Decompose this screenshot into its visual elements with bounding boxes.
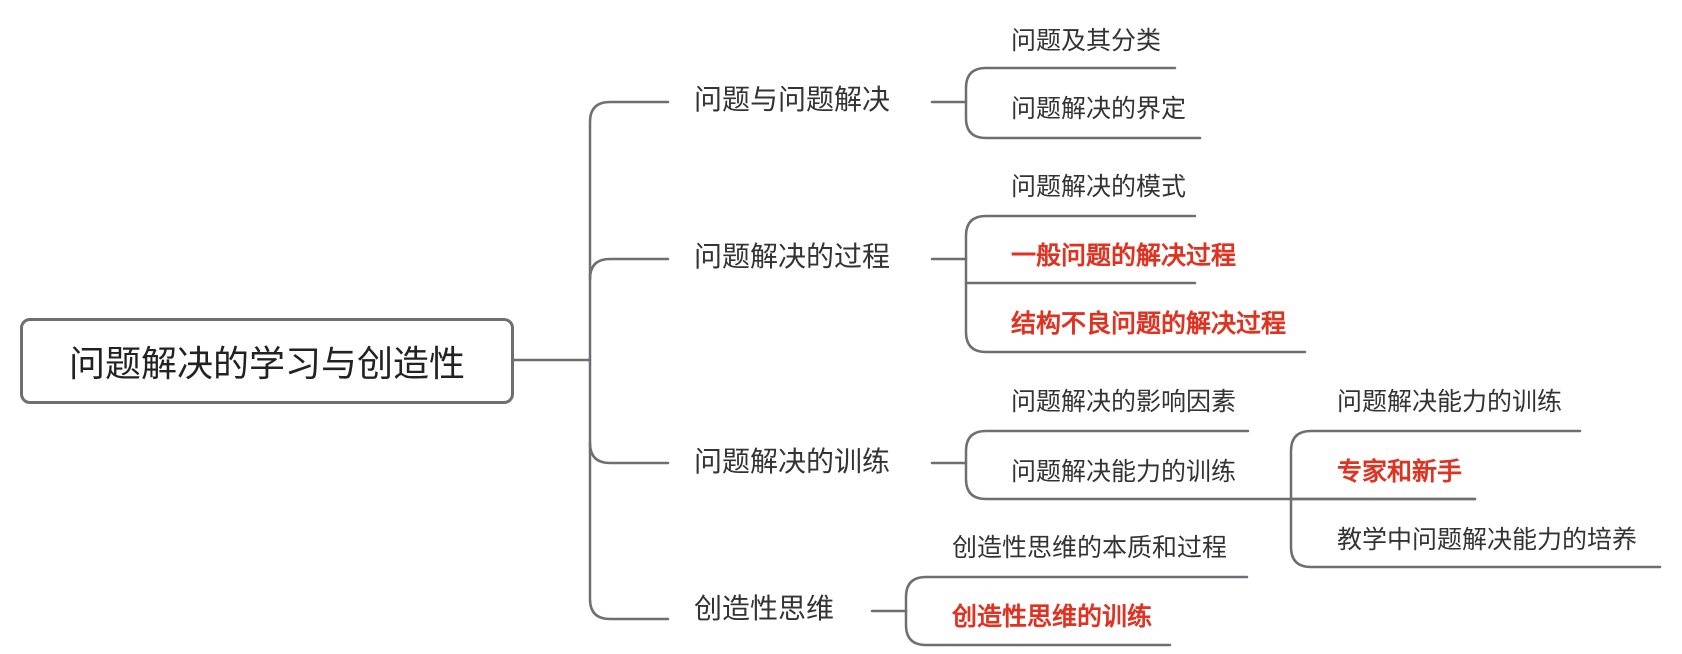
leaf-label: 创造性思维的训练 xyxy=(952,602,1153,631)
leaf-solving-model[interactable]: 问题解决的模式 xyxy=(1011,174,1186,199)
leaf-creative-nature-process[interactable]: 创造性思维的本质和过程 xyxy=(952,535,1227,560)
leaf-ability-training[interactable]: 问题解决能力的训练 xyxy=(1011,459,1236,484)
leaf-ill-structured-process[interactable]: 结构不良问题的解决过程 xyxy=(1011,311,1286,336)
branch-label: 问题解决的过程 xyxy=(694,240,891,273)
leaf-label: 问题解决的界定 xyxy=(1011,94,1187,123)
leaf-general-problem-process[interactable]: 一般问题的解决过程 xyxy=(1011,243,1236,268)
root-label: 问题解决的学习与创造性 xyxy=(68,344,465,385)
trunk-branch-2 xyxy=(588,257,670,281)
leaf-label: 创造性思维的本质和过程 xyxy=(952,533,1228,562)
leaf-label: 问题及其分类 xyxy=(1011,26,1162,55)
leaf-creative-training[interactable]: 创造性思维的训练 xyxy=(952,604,1152,629)
main-trunk xyxy=(588,100,670,621)
leaf-label: 问题解决的影响因素 xyxy=(1011,387,1237,416)
trunk-branch-3 xyxy=(588,441,670,465)
branch-solving-process[interactable]: 问题解决的过程 xyxy=(694,243,890,271)
branch-problem-and-solving[interactable]: 问题与问题解决 xyxy=(694,86,890,114)
leaf-label: 问题解决的模式 xyxy=(1011,172,1187,201)
branch-label: 问题解决的训练 xyxy=(694,445,891,478)
branch4-bracket xyxy=(904,575,1249,647)
branch-label: 问题与问题解决 xyxy=(694,83,891,116)
subleaf-label: 教学中问题解决能力的培养 xyxy=(1337,525,1638,554)
branch1-bracket xyxy=(964,66,1202,140)
leaf-label: 一般问题的解决过程 xyxy=(1011,241,1237,270)
subleaf-teaching-cultivation[interactable]: 教学中问题解决能力的培养 xyxy=(1337,527,1637,552)
branch-solving-training[interactable]: 问题解决的训练 xyxy=(694,448,890,476)
subleaf-expert-novice[interactable]: 专家和新手 xyxy=(1337,459,1462,484)
leaf-influencing-factors[interactable]: 问题解决的影响因素 xyxy=(1011,389,1236,414)
subleaf-label: 专家和新手 xyxy=(1337,457,1463,486)
branch-label: 创造性思维 xyxy=(694,592,835,625)
leaf-label: 问题解决能力的训练 xyxy=(1011,457,1237,486)
root-node[interactable]: 问题解决的学习与创造性 xyxy=(20,318,514,404)
subleaf-ability-training[interactable]: 问题解决能力的训练 xyxy=(1337,389,1562,414)
branch3-bracket xyxy=(964,429,1477,501)
subleaf-label: 问题解决能力的训练 xyxy=(1337,387,1563,416)
leaf-label: 结构不良问题的解决过程 xyxy=(1011,309,1287,338)
leaf-solving-definition[interactable]: 问题解决的界定 xyxy=(1011,96,1186,121)
leaf-problem-classification[interactable]: 问题及其分类 xyxy=(1011,28,1161,53)
branch-creative-thinking[interactable]: 创造性思维 xyxy=(694,595,834,623)
